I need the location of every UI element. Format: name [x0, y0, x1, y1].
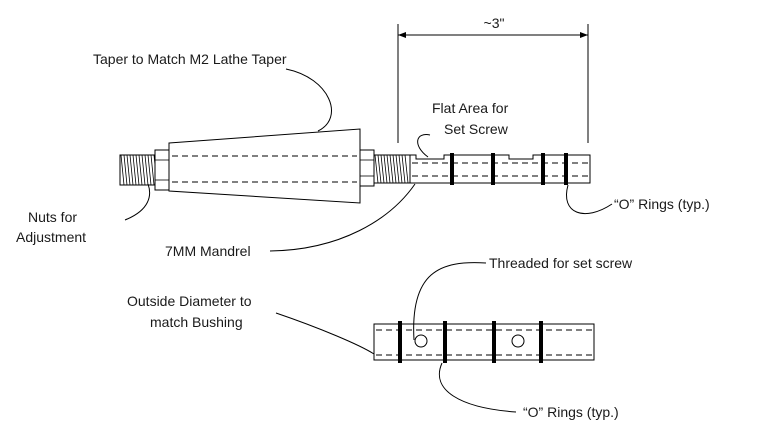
- thread-mark: [374, 154, 379, 184]
- dimension-label: ~3": [484, 15, 505, 31]
- thread-mark: [147, 154, 152, 186]
- thread-mark: [401, 154, 406, 184]
- thread-mark: [126, 154, 131, 186]
- nuts-label-line2: Adjustment: [16, 229, 86, 245]
- thread-mark: [132, 154, 137, 186]
- thread-mark: [386, 154, 391, 184]
- thread-mark: [135, 154, 140, 186]
- thread-mark: [392, 154, 397, 184]
- thread-mark: [129, 154, 134, 186]
- outside-diameter-leader: [275, 312, 375, 355]
- o-rings-top-leader: [566, 184, 613, 214]
- thread-mark: [395, 154, 400, 184]
- right-nut: [359, 149, 375, 187]
- thread-mark: [120, 154, 125, 186]
- mandrel-leader: [269, 183, 416, 252]
- o-rings-bottom-label: “O” Rings (typ.): [523, 404, 619, 420]
- o-rings-bottom-leader: [439, 362, 517, 413]
- nuts-leader: [124, 183, 151, 221]
- thread-mark: [404, 154, 409, 184]
- mandrel-label: 7MM Mandrel: [165, 243, 251, 259]
- outside-diameter-label-line1: Outside Diameter to: [127, 293, 252, 309]
- thread-mark: [377, 154, 382, 184]
- thread-mark: [150, 154, 155, 186]
- thread-mark: [380, 154, 385, 184]
- thread-mark: [389, 154, 394, 184]
- bushing-body: [373, 323, 595, 361]
- upper-o-rings: [450, 153, 568, 185]
- lower-o-rings: [398, 321, 543, 363]
- flat-area-label-line2: Set Screw: [444, 121, 509, 137]
- thread-mark: [144, 154, 149, 186]
- threaded-leader: [413, 262, 487, 341]
- taper-leader: [285, 68, 332, 132]
- bushing-set-screw-holes: [414, 334, 525, 348]
- thread-mark: [383, 154, 388, 184]
- short-thread: [373, 154, 411, 184]
- taper-body: [168, 128, 361, 204]
- left-nut: [154, 149, 170, 191]
- thread-mark: [138, 154, 143, 186]
- outside-diameter-label-line2: match Bushing: [150, 314, 243, 330]
- thread-mark: [123, 154, 128, 186]
- thread-mark: [141, 154, 146, 186]
- mandrel-shaft: [410, 154, 591, 184]
- thread-mark: [398, 154, 403, 184]
- flat-area-label-line1: Flat Area for: [432, 100, 509, 116]
- dimension-3in: [397, 24, 589, 143]
- o-rings-top-label: “O” Rings (typ.): [614, 196, 710, 212]
- nuts-label-line1: Nuts for: [28, 209, 77, 225]
- flat-area-leader: [417, 134, 431, 158]
- threaded-label: Threaded for set screw: [489, 255, 633, 271]
- taper-label: Taper to Match M2 Lathe Taper: [93, 51, 287, 67]
